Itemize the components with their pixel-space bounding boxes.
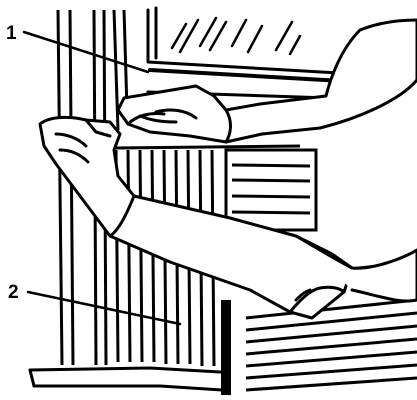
window-sill xyxy=(30,368,222,390)
leader-line-1 xyxy=(24,32,148,72)
leader-line-2 xyxy=(28,292,180,324)
callout-label-2: 2 xyxy=(8,283,19,302)
right-arm xyxy=(118,20,417,142)
callout-label-1: 1 xyxy=(6,24,17,43)
glass-reflection-hatching xyxy=(172,18,300,54)
